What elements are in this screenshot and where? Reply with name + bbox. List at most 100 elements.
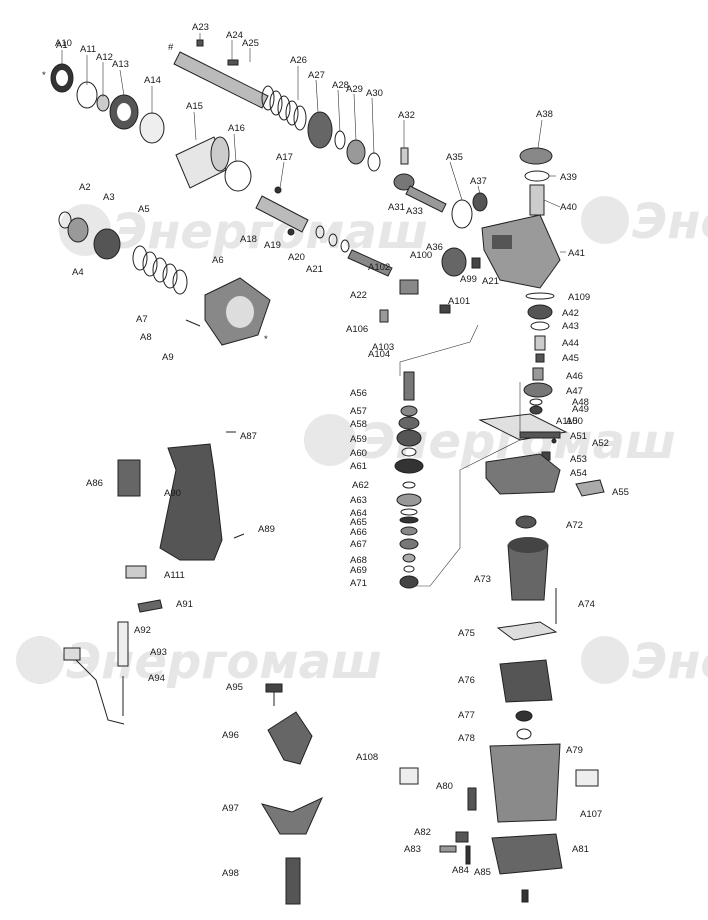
- part-a74: [496, 621, 558, 641]
- part-label: A45: [562, 353, 579, 364]
- part-label: A57: [350, 406, 367, 417]
- handle-assembly: [63, 431, 323, 905]
- part-label: A101: [448, 296, 470, 307]
- part-label: A97: [222, 803, 239, 814]
- part-a68: [403, 565, 415, 573]
- part-label: A99: [460, 274, 477, 285]
- part-label: A93: [150, 647, 167, 658]
- part-label: A47: [566, 386, 583, 397]
- crank-assembly: [478, 292, 605, 497]
- part-label: A23: [192, 22, 209, 33]
- part-a107: [575, 769, 599, 787]
- part-label: A9: [162, 352, 174, 363]
- part-label: A3: [103, 192, 115, 203]
- part-label: A20: [288, 252, 305, 263]
- part-label: A39: [560, 172, 577, 183]
- part-label: A96: [222, 730, 239, 741]
- part-a32: [400, 147, 409, 165]
- part-a53: [485, 453, 561, 495]
- part-label: A49: [572, 404, 589, 415]
- part-label: A62: [352, 480, 369, 491]
- part-a77: [516, 728, 532, 740]
- part-a65: [400, 526, 418, 536]
- part-label: A1: [56, 40, 68, 51]
- part-label: A30: [366, 88, 383, 99]
- part-label: A15: [186, 101, 203, 112]
- part-label: A102: [368, 262, 390, 273]
- part-label: A2: [79, 182, 91, 193]
- part-a3: [93, 228, 121, 260]
- part-a26: [261, 85, 307, 131]
- part-label: A85: [474, 867, 491, 878]
- part-label: A59: [350, 434, 367, 445]
- part-a78: [489, 743, 561, 823]
- part-a95: [265, 683, 283, 693]
- part-labels: A1A2A3A4A5A6A7A8A9A10A11A12A13A14A15A16A…: [55, 22, 629, 879]
- part-a93: [117, 621, 129, 667]
- part-label: A75: [458, 628, 475, 639]
- part-a69: [399, 575, 419, 589]
- hash-marker: #: [168, 42, 174, 53]
- part-a5: [132, 245, 188, 295]
- part-label: A50: [566, 416, 583, 427]
- part-label: A46: [566, 371, 583, 382]
- part-label: A68: [350, 555, 367, 566]
- part-a51: [551, 438, 557, 444]
- part-label: A106: [346, 324, 368, 335]
- part-a19: [287, 228, 295, 236]
- part-label: A82: [414, 827, 431, 838]
- part-label: A80: [436, 781, 453, 792]
- part-a20: [315, 225, 325, 239]
- part-label: A25: [242, 38, 259, 49]
- part-a35: [451, 199, 473, 229]
- part-a89: [233, 533, 245, 539]
- part-a106: [379, 309, 389, 323]
- part-label: A11: [80, 44, 96, 55]
- part-label: A14: [144, 75, 161, 86]
- front-assembly: [58, 186, 393, 346]
- part-a25: [173, 51, 269, 109]
- part-a28: [334, 130, 346, 150]
- part-a48: [529, 398, 543, 406]
- part-label: A31: [388, 202, 405, 213]
- part-a49: [529, 405, 543, 415]
- part-a54: [575, 479, 605, 497]
- part-a7: [185, 319, 201, 327]
- part-a40: [529, 184, 545, 216]
- part-a71: [515, 515, 537, 529]
- part-a66: [399, 538, 419, 550]
- watermark-text: Энергомаш: [632, 194, 708, 250]
- part-a21: [340, 239, 350, 253]
- part-label: A48: [572, 397, 589, 408]
- part-a81: [521, 889, 529, 903]
- part-a46: [532, 367, 544, 381]
- part-a47: [523, 382, 553, 398]
- part-label: A8: [140, 332, 152, 343]
- part-label: A21: [482, 276, 499, 287]
- part-label: A65: [350, 517, 367, 528]
- part-a50: [519, 431, 561, 439]
- part-a57: [398, 416, 420, 430]
- part-label: A91: [176, 599, 193, 610]
- part-a36: [441, 247, 467, 277]
- part-a42: [527, 304, 553, 320]
- part-label: A109: [568, 292, 590, 303]
- part-a84: [465, 845, 471, 865]
- part-label: A4: [72, 267, 84, 278]
- part-label: A92: [134, 625, 151, 636]
- part-a27: [307, 111, 333, 149]
- watermark-text: Энергомаш: [66, 634, 382, 690]
- part-a16: [224, 160, 252, 192]
- part-label: A78: [458, 733, 475, 744]
- part-a38: [519, 147, 553, 165]
- part-a1: [58, 211, 72, 229]
- part-a11: [76, 81, 98, 109]
- part-label: A83: [404, 844, 421, 855]
- part-label: A16: [228, 123, 245, 134]
- part-a75: [499, 659, 553, 703]
- watermark-text: Энергомаш: [632, 634, 708, 690]
- part-label: A74: [578, 599, 595, 610]
- part-label: A10: [55, 38, 72, 49]
- part-label: A24: [226, 30, 243, 41]
- part-label: A33: [406, 206, 423, 217]
